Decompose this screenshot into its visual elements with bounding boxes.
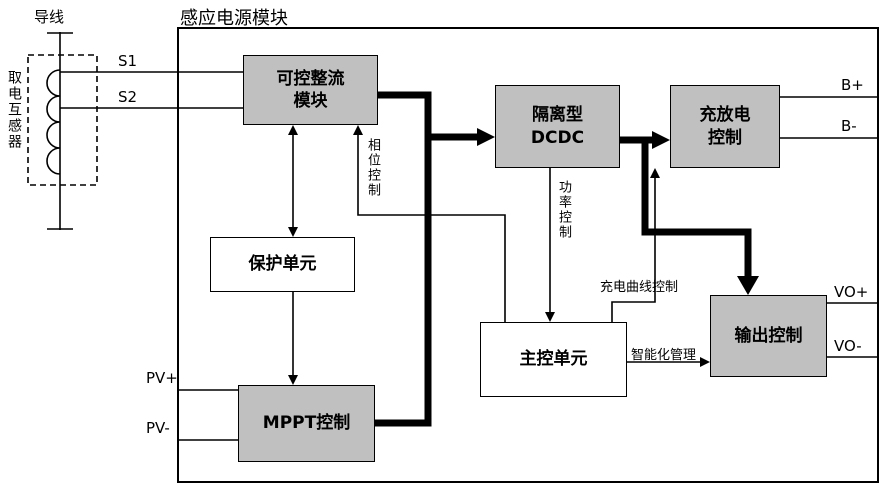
arrow-up-rectifier bbox=[288, 125, 298, 135]
pin-b-plus: B+ bbox=[841, 76, 864, 94]
pin-vo-plus: VO+ bbox=[834, 283, 869, 301]
dc-bus bbox=[372, 91, 432, 427]
block-charge-line2: 控制 bbox=[708, 127, 742, 148]
transformer-label: 取电互感器 bbox=[6, 70, 22, 150]
arrow-into-mppt bbox=[288, 375, 298, 385]
block-protection-label: 保护单元 bbox=[248, 254, 317, 275]
arrow-into-charge-ctrl bbox=[650, 168, 660, 178]
block-main-control: 主控单元 bbox=[480, 322, 627, 397]
signal-phase-control: 相位控制 bbox=[365, 138, 380, 198]
module-boundary bbox=[177, 27, 879, 483]
wire-label: 导线 bbox=[34, 8, 65, 26]
pin-b-minus: B- bbox=[841, 117, 857, 135]
block-rectifier-line1: 可控整流 bbox=[276, 68, 345, 89]
pin-pv-minus: PV- bbox=[146, 419, 170, 437]
signal-charge-curve: 充电曲线控制 bbox=[600, 280, 679, 295]
arrow-phase-into-rectifier bbox=[353, 125, 363, 135]
dcdc-to-output bbox=[641, 140, 752, 279]
arrow-power-into-main bbox=[545, 312, 555, 322]
block-rectifier-line2: 模块 bbox=[293, 91, 328, 111]
block-output-control-label: 输出控制 bbox=[734, 325, 803, 346]
block-charge-line1: 充放电 bbox=[699, 105, 751, 126]
arrow-down-protection bbox=[288, 227, 298, 237]
pin-vo-minus: VO- bbox=[834, 337, 862, 355]
pin-s1: S1 bbox=[118, 52, 138, 70]
block-dcdc: 隔离型 DCDC bbox=[495, 85, 620, 168]
block-main-control-label: 主控单元 bbox=[519, 349, 588, 370]
arrow-into-charge bbox=[652, 131, 670, 149]
block-dcdc-line1: 隔离型 bbox=[532, 105, 583, 126]
block-mppt-label: MPPT控制 bbox=[262, 413, 351, 434]
signal-smart-management: 智能化管理 bbox=[631, 348, 697, 363]
charge-curve-line bbox=[611, 176, 656, 322]
pin-s2: S2 bbox=[118, 88, 138, 106]
block-rectifier: 可控整流 模块 bbox=[243, 55, 378, 125]
arrow-into-dcdc bbox=[477, 128, 495, 146]
block-dcdc-line2: DCDC bbox=[530, 127, 585, 148]
arrow-into-output bbox=[737, 276, 759, 295]
diagram-title: 感应电源模块 bbox=[180, 8, 288, 29]
arrow-into-output-ctrl bbox=[700, 357, 710, 367]
block-output-control: 输出控制 bbox=[710, 295, 827, 377]
block-protection: 保护单元 bbox=[210, 237, 355, 292]
block-charge-control: 充放电 控制 bbox=[670, 85, 780, 168]
signal-power-control: 功率控制 bbox=[556, 180, 571, 240]
pin-pv-plus: PV+ bbox=[146, 369, 178, 387]
block-mppt: MPPT控制 bbox=[238, 385, 375, 462]
coil bbox=[46, 69, 61, 175]
transformer-dashed-box bbox=[27, 54, 98, 186]
phase-control-line bbox=[357, 133, 506, 322]
